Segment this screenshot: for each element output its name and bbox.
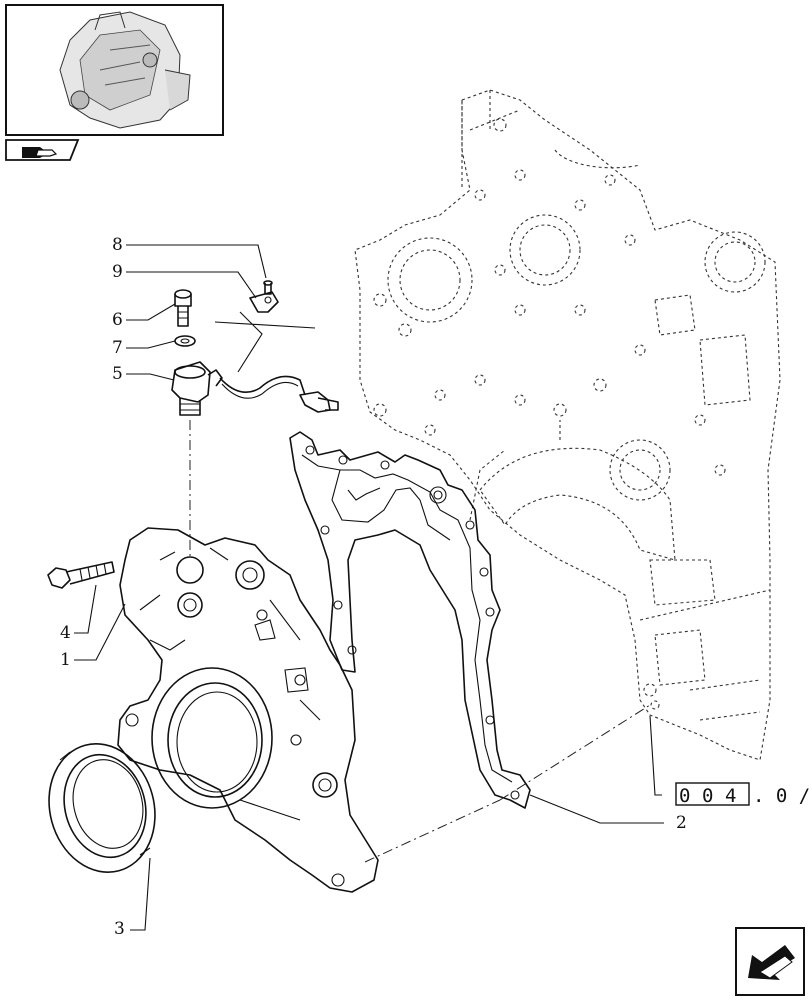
callouts: 8 9 6 7 5 4 1 3 2 [60, 235, 687, 939]
back-arrow-icon [22, 147, 58, 158]
assembly-axes [189, 420, 651, 863]
bolt-part-4 [47, 561, 115, 589]
callout-5: 5 [112, 364, 123, 384]
front-cover-part-1 [117, 527, 379, 893]
sensor-part-5 [171, 361, 339, 416]
callout-8: 8 [112, 235, 123, 255]
reference-boxed-digit-3: 4 [725, 785, 736, 807]
leader-lines [74, 244, 664, 931]
cross-reference[interactable]: 0 0 4 . 0 / [675, 782, 810, 807]
bolt-part-6 [174, 289, 192, 327]
callout-6: 6 [112, 310, 123, 330]
callout-7: 7 [112, 338, 123, 358]
engine-thumbnail[interactable] [5, 4, 224, 136]
engine-thumbnail-icon [59, 11, 191, 129]
seal-ring-part-3 [48, 742, 156, 874]
callout-1: 1 [60, 650, 71, 670]
back-button[interactable] [5, 139, 80, 161]
clip-part-9 [249, 291, 279, 313]
next-page-arrow-icon [748, 945, 795, 980]
screw-part-8 [263, 280, 273, 295]
callout-2: 2 [676, 813, 687, 833]
engine-block-outline [354, 89, 781, 761]
washer-part-7 [174, 335, 196, 347]
gasket-part-2 [289, 431, 531, 809]
reference-boxed-digit-1: 0 [679, 785, 690, 807]
next-page-button[interactable] [735, 927, 805, 996]
callout-4: 4 [60, 623, 71, 643]
reference-suffix-text: . 0 / [753, 785, 810, 807]
callout-9: 9 [112, 262, 123, 282]
callout-3: 3 [114, 919, 125, 939]
reference-boxed-digit-2: 0 [702, 785, 713, 807]
